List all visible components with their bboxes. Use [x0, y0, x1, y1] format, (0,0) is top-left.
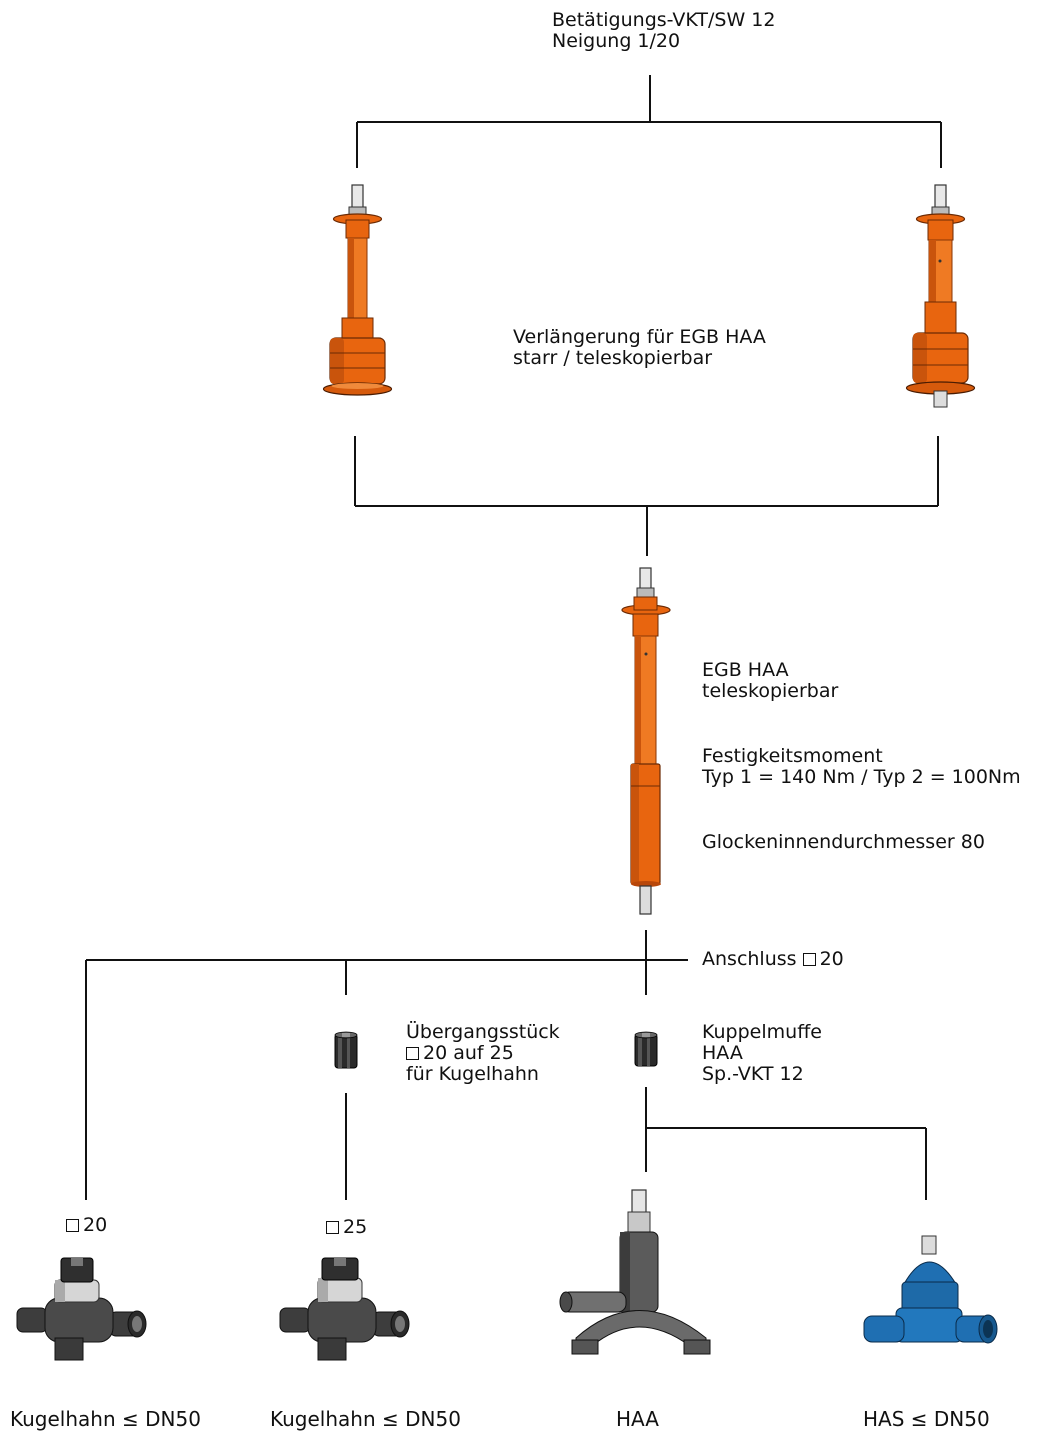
square-icon	[66, 1219, 79, 1232]
extension-label: Verlängerung für EGB HAA starr / telesko…	[513, 327, 766, 369]
egb-strength-line2: Typ 1 = 140 Nm / Typ 2 = 100Nm	[702, 766, 1021, 788]
connection-label-text: Anschluss	[702, 948, 797, 970]
transition-label-line3: für Kugelhahn	[406, 1063, 539, 1085]
connection-label: Anschluss 20	[702, 949, 844, 970]
top-label: Betätigungs-VKT/SW 12 Neigung 1/20	[552, 10, 775, 52]
extension-label-line2: starr / teleskopierbar	[513, 347, 713, 369]
rigid-extension-image	[322, 184, 393, 396]
top-label-line2: Neigung 1/20	[552, 30, 681, 52]
coupling-label-line1: Kuppelmuffe	[702, 1021, 822, 1043]
valve-1-size: 20	[83, 1214, 108, 1236]
egb-bell-label: Glockeninnendurchmesser 80	[702, 831, 985, 853]
ball-valve-25-image	[279, 1257, 410, 1361]
telescopic-extension-image	[905, 184, 976, 408]
coupling-label-line2: HAA	[702, 1042, 743, 1064]
transition-label-line1: Übergangsstück	[406, 1021, 560, 1043]
valve-2-caption: Kugelhahn ≤ DN50	[270, 1407, 461, 1431]
egb-strength-line1: Festigkeitsmoment	[702, 745, 883, 767]
square-icon	[802, 953, 816, 966]
valve-3-caption: HAA	[616, 1407, 659, 1431]
egb-strength-label: Festigkeitsmoment Typ 1 = 140 Nm / Typ 2…	[702, 746, 1021, 788]
egb-title-label: EGB HAA teleskopierbar	[702, 660, 838, 702]
ball-valve-20-image	[16, 1257, 147, 1361]
square-icon	[326, 1221, 339, 1234]
valve-2-size: 25	[343, 1216, 368, 1238]
valve-1-size-label: 20	[66, 1215, 107, 1236]
top-label-line1: Betätigungs-VKT/SW 12	[552, 9, 776, 31]
connection-size: 20	[819, 948, 844, 970]
extension-label-line1: Verlängerung für EGB HAA	[513, 326, 766, 348]
coupling-sleeve-image	[634, 1031, 658, 1067]
valve-2-size-label: 25	[326, 1217, 367, 1238]
egb-haa-telescopic-image	[621, 567, 671, 915]
has-valve-image	[863, 1235, 998, 1344]
square-icon	[406, 1047, 419, 1060]
coupling-label-line3: Sp.-VKT 12	[702, 1063, 804, 1085]
coupling-label: Kuppelmuffe HAA Sp.-VKT 12	[702, 1022, 822, 1085]
valve-1-caption: Kugelhahn ≤ DN50	[10, 1407, 201, 1431]
transition-label: Übergangsstück 20 auf 25 für Kugelhahn	[406, 1022, 560, 1085]
valve-4-caption: HAS ≤ DN50	[863, 1407, 990, 1431]
egb-title-line2: teleskopierbar	[702, 680, 839, 702]
transition-piece-image	[334, 1031, 358, 1069]
haa-valve-image	[559, 1189, 711, 1355]
transition-label-line2: 20 auf 25	[423, 1042, 514, 1064]
egb-title-line1: EGB HAA	[702, 659, 789, 681]
